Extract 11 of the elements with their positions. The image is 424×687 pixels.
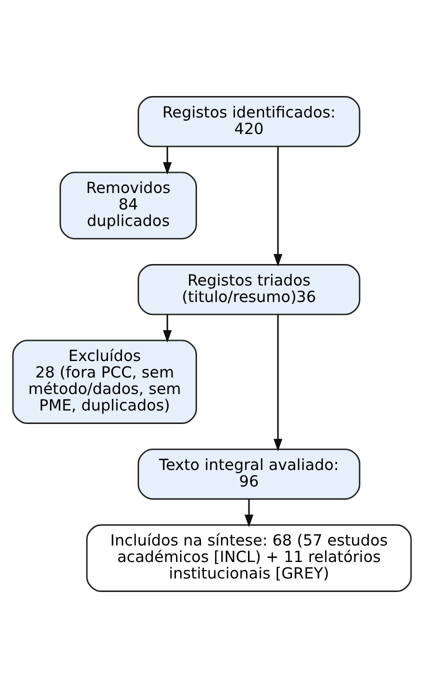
arrow [274,314,282,451]
node-box: Excluídos 28 (fora PCC, sem método/dados, sem PME, duplicados) [12,339,198,424]
node-box: Removidos 84 duplicados [60,171,198,239]
node-box: Incluídos na síntese: 68 (57 estudos académicos [INCL) + 11 relatórios institucionais [GREY) [86,524,412,592]
arrow [244,498,254,527]
arrow [162,314,172,342]
arrow [274,146,282,266]
node-box: Registos triados (titulo/resumo)36 [138,264,360,315]
node-box: Texto integral avaliado: 96 [138,448,360,500]
arrow [162,146,172,174]
node-box: Registos identificados: 420 [138,96,360,147]
